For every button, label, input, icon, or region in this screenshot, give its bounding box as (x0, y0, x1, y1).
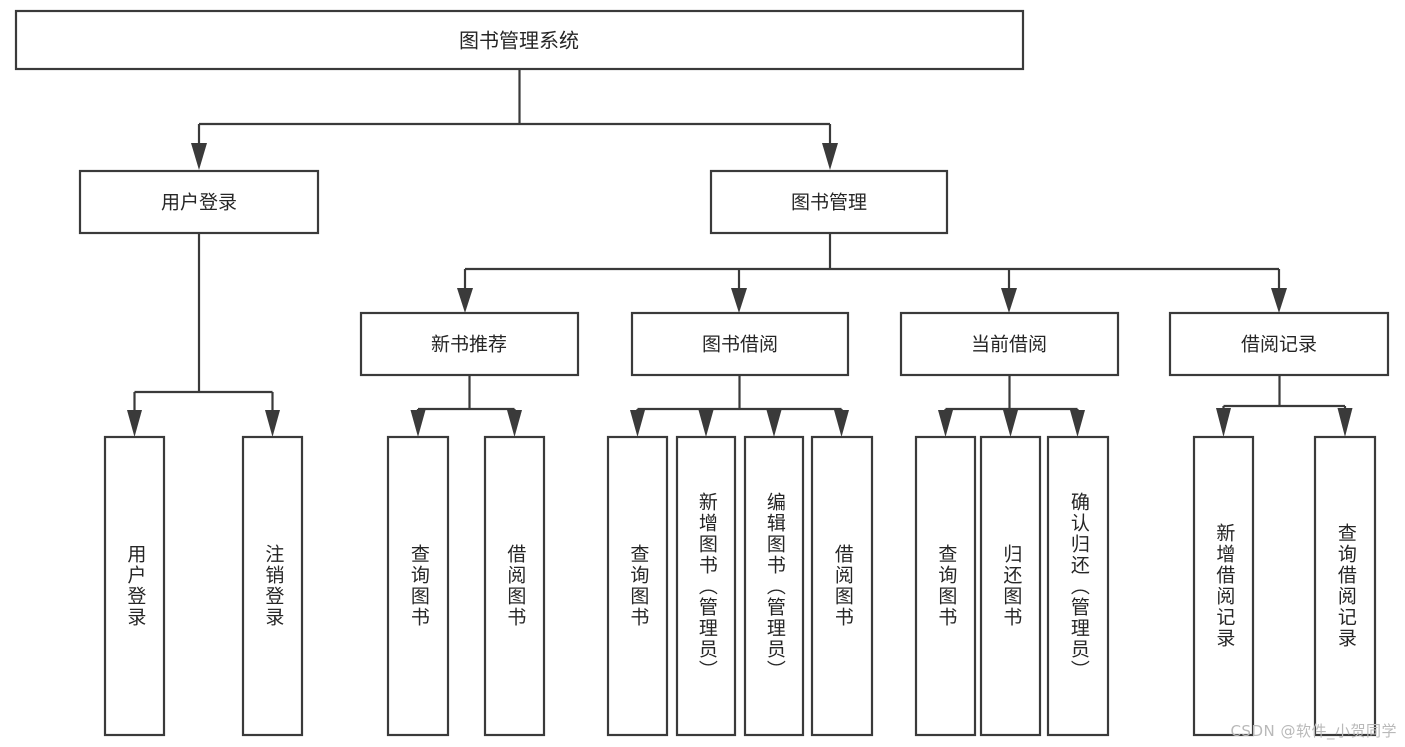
node-book-management-box[interactable] (709, 169, 949, 235)
leaf-label-borrowrecord-1: 新增借阅记录 (1213, 523, 1236, 649)
leaf-label-user-login-1: 用户登录 (124, 544, 147, 628)
connector-group-user-login (127, 233, 280, 437)
node-current-borrow-label: 当前借阅 (971, 334, 1047, 356)
leaf-label-newbook-1: 查询图书 (407, 544, 430, 628)
node-book-management-label: 图书管理 (791, 192, 867, 214)
arrow-head-currentborrow-leaf-3 (1070, 410, 1085, 437)
leaf-label-currentborrow-3: 确认归还（管理员） (1067, 491, 1090, 681)
leaf-label-borrowrecord-2: 查询借阅记录 (1334, 523, 1357, 649)
leaf-box-borrowrecord-1[interactable] (1192, 435, 1255, 737)
arrow-head-newbook-leaf-1 (410, 410, 426, 437)
arrow-head-bookborrow-leaf-1 (630, 410, 645, 437)
node-book-borrow-box[interactable] (630, 311, 850, 377)
node-book-management[interactable]: 图书管理 (709, 169, 949, 235)
leaf-box-bookborrow-2[interactable] (675, 435, 737, 737)
node-user-login[interactable]: 用户登录 (78, 169, 320, 235)
leaf-boxes (103, 435, 1377, 737)
arrow-head-borrowrecord-leaf-1 (1216, 408, 1231, 437)
leaf-label-user-login-2: 注销登录 (262, 544, 285, 628)
connector-group-book-borrow (630, 375, 849, 437)
leaf-label-bookborrow-4: 借阅图书 (831, 544, 854, 628)
node-user-login-label: 用户登录 (161, 192, 237, 214)
leaf-box-borrowrecord-2[interactable] (1313, 435, 1377, 737)
connector-group-borrow-record (1216, 375, 1353, 437)
leaf-box-currentborrow-2[interactable] (979, 435, 1042, 737)
leaf-box-currentborrow-1[interactable] (914, 435, 977, 737)
connector-group-new-book-recommend (410, 375, 522, 437)
leaf-box-bookborrow-1[interactable] (606, 435, 669, 737)
arrow-head-user-login (191, 143, 207, 170)
node-book-borrow[interactable]: 图书借阅 (630, 311, 850, 377)
connector-group-current-borrow (938, 375, 1085, 437)
arrow-head-new-book-recommend (457, 288, 473, 313)
node-borrow-record-label: 借阅记录 (1241, 334, 1317, 356)
connector-group-book-mgmt (457, 233, 1287, 313)
leaf-box-newbook-1[interactable] (386, 435, 450, 737)
node-current-borrow-box[interactable] (899, 311, 1120, 377)
leaf-box-bookborrow-3[interactable] (743, 435, 805, 737)
leaf-label-newbook-2: 借阅图书 (504, 544, 527, 628)
leaf-box-user-login-1[interactable] (103, 435, 166, 737)
node-root-box[interactable] (14, 9, 1025, 71)
node-new-book-recommend-box[interactable] (359, 311, 580, 377)
arrow-head-newbook-leaf-2 (507, 410, 522, 437)
arrow-head-bookborrow-leaf-3 (766, 410, 782, 437)
leaf-box-user-login-2[interactable] (241, 435, 304, 737)
arrow-head-user-login-leaf-2 (265, 410, 280, 437)
connector-group-root (191, 69, 838, 170)
arrow-head-book-borrow (731, 288, 747, 313)
leaf-box-newbook-2[interactable] (483, 435, 546, 737)
leaf-box-bookborrow-4[interactable] (810, 435, 874, 737)
leaf-label-bookborrow-2: 新增图书（管理员） (695, 491, 718, 681)
node-user-login-box[interactable] (78, 169, 320, 235)
node-new-book-recommend-label: 新书推荐 (431, 334, 507, 356)
arrow-head-current-borrow (1001, 288, 1017, 313)
leaf-label-bookborrow-3: 编辑图书（管理员） (763, 491, 786, 681)
node-root-label: 图书管理系统 (459, 29, 579, 53)
arrow-head-borrow-record (1271, 288, 1287, 313)
arrow-head-bookborrow-leaf-4 (834, 410, 849, 437)
node-book-borrow-label: 图书借阅 (702, 334, 778, 356)
arrow-head-currentborrow-leaf-2 (1003, 410, 1018, 437)
watermark: CSDN @软件_小贺同学 (1230, 722, 1397, 740)
leaf-label-currentborrow-2: 归还图书 (1000, 544, 1023, 628)
leaf-label-currentborrow-1: 查询图书 (935, 544, 958, 628)
node-borrow-record-box[interactable] (1168, 311, 1390, 377)
node-root[interactable]: 图书管理系统 (14, 9, 1025, 71)
node-new-book-recommend[interactable]: 新书推荐 (359, 311, 580, 377)
arrow-head-book-mgmt (822, 143, 838, 170)
node-current-borrow[interactable]: 当前借阅 (899, 311, 1120, 377)
arrow-head-currentborrow-leaf-1 (938, 410, 953, 437)
node-borrow-record[interactable]: 借阅记录 (1168, 311, 1390, 377)
arrow-head-borrowrecord-leaf-2 (1337, 408, 1353, 437)
leaf-box-currentborrow-3[interactable] (1046, 435, 1110, 737)
leaf-label-bookborrow-1: 查询图书 (627, 544, 650, 628)
arrow-head-user-login-leaf-1 (127, 410, 142, 437)
arrow-head-bookborrow-leaf-2 (698, 410, 714, 437)
